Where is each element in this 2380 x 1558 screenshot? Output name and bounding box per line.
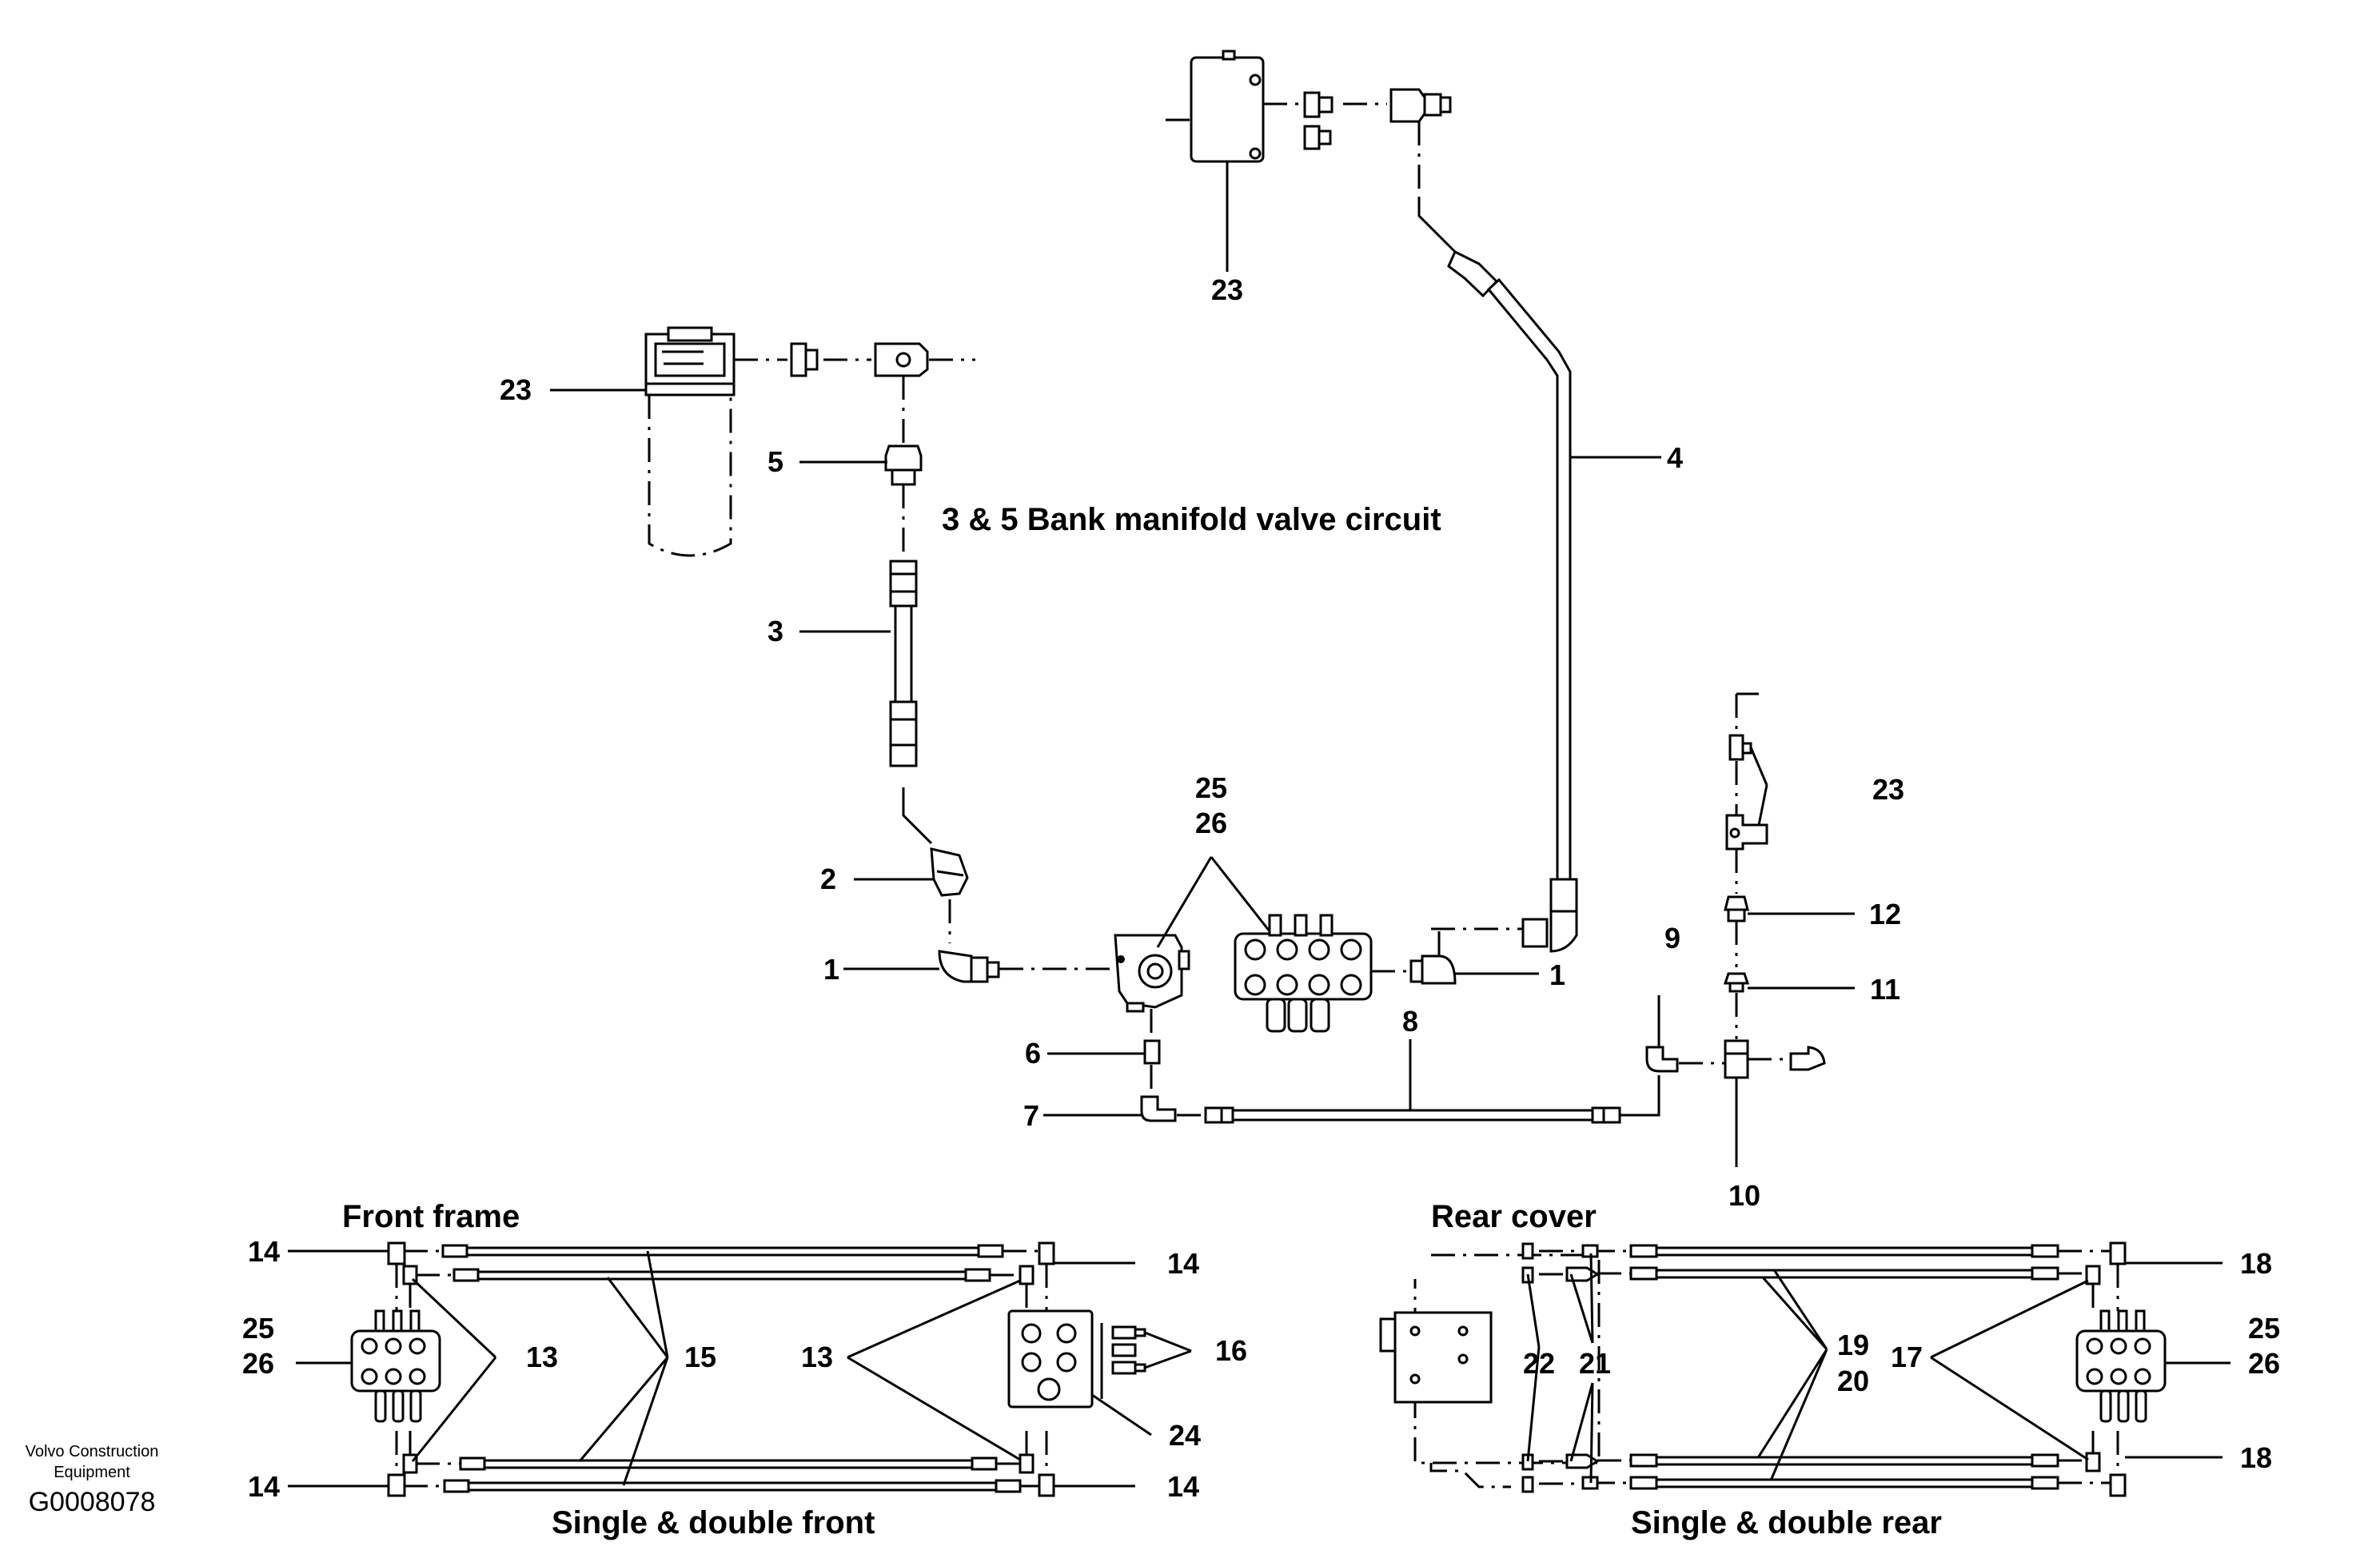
callout-25-front: 25 [242,1312,274,1345]
title-single-double-rear: Single & double rear [1631,1505,1942,1540]
callout-26-rear: 26 [2248,1347,2280,1380]
callout-14-bottom-left: 14 [248,1470,280,1503]
callout-23-top: 23 [1211,273,1243,306]
callout-6: 6 [1025,1037,1041,1070]
callout-13-left: 13 [526,1341,558,1373]
callout-25-top: 25 [1195,771,1227,804]
callout-2: 2 [820,863,836,895]
front-control-valve [350,1309,441,1423]
rear-cover-hoses [1539,1244,2111,1490]
fitting-1-right [1409,931,1457,985]
callout-18-bottom: 18 [2240,1441,2272,1474]
fitting-2 [930,847,969,943]
callout-25-rear: 25 [2248,1312,2280,1345]
hose-4 [1417,200,1578,953]
fitting-1-left [938,950,1115,983]
callout-5: 5 [767,445,783,478]
title-main-circuit: 3 & 5 Bank manifold valve circuit [942,502,1441,537]
callout-1-left: 1 [823,953,839,986]
callout-9: 9 [1664,922,1680,954]
callout-4: 4 [1667,441,1683,474]
fitting-7 [1140,1095,1203,1122]
fitting-6 [1143,1039,1161,1095]
callout-14-top-left: 14 [248,1235,280,1268]
fitting-9 [1645,1046,1725,1073]
fittings-16 [1111,1325,1146,1375]
callout-10: 10 [1728,1179,1760,1212]
callout-12: 12 [1869,898,1901,930]
watermark-line2: Equipment [54,1464,130,1481]
callout-18-top: 18 [2240,1247,2272,1280]
watermark-code: G0008078 [29,1487,156,1517]
callout-3: 3 [767,615,783,648]
front-manifold-block [1007,1309,1103,1409]
callout-15: 15 [684,1341,716,1373]
callout-21: 21 [1579,1347,1611,1380]
callout-26-front: 26 [242,1347,274,1380]
callout-20: 20 [1837,1365,1869,1397]
fitting-5 [884,444,923,560]
rear-control-valve [2075,1309,2167,1423]
callout-19: 19 [1837,1329,1869,1361]
filter-assembly [644,326,975,557]
callout-14-bottom-right: 14 [1167,1470,1199,1503]
tube-8 [1204,1075,1660,1124]
hose-3 [889,560,933,845]
front-frame-fittings [387,1241,1055,1497]
callout-24: 24 [1169,1419,1201,1452]
callout-1-right: 1 [1549,958,1565,991]
callout-11: 11 [1870,973,1900,1006]
callout-13-right: 13 [801,1341,833,1373]
watermark-line1: Volvo Construction [26,1443,159,1460]
rear-cover-plate [1379,1253,1601,1488]
callout-22: 22 [1523,1347,1555,1380]
leaders-front [288,1249,1192,1488]
callout-17: 17 [1891,1341,1923,1373]
callout-8: 8 [1402,1005,1418,1038]
manifold-inlet-block [1114,934,1190,1039]
reservoir-block-top [1166,50,1265,272]
callout-7: 7 [1023,1099,1039,1132]
callout-23-right: 23 [1872,773,1904,806]
right-fitting-stack [1723,692,1826,1167]
fittings-top [1263,88,1452,200]
callout-23-filter: 23 [500,373,532,406]
leaders-top [550,389,1855,1117]
callout-14-top-right: 14 [1167,1247,1199,1280]
title-rear-cover: Rear cover [1431,1199,1597,1234]
title-single-double-front: Single & double front [552,1505,875,1540]
title-front-frame: Front frame [342,1199,520,1234]
callout-26-top: 26 [1195,807,1227,839]
callout-16: 16 [1215,1334,1247,1367]
control-valve-3-bank [1234,914,1411,1033]
front-frame-hoses [404,1244,1039,1493]
leaders-rear [1526,1253,2231,1484]
